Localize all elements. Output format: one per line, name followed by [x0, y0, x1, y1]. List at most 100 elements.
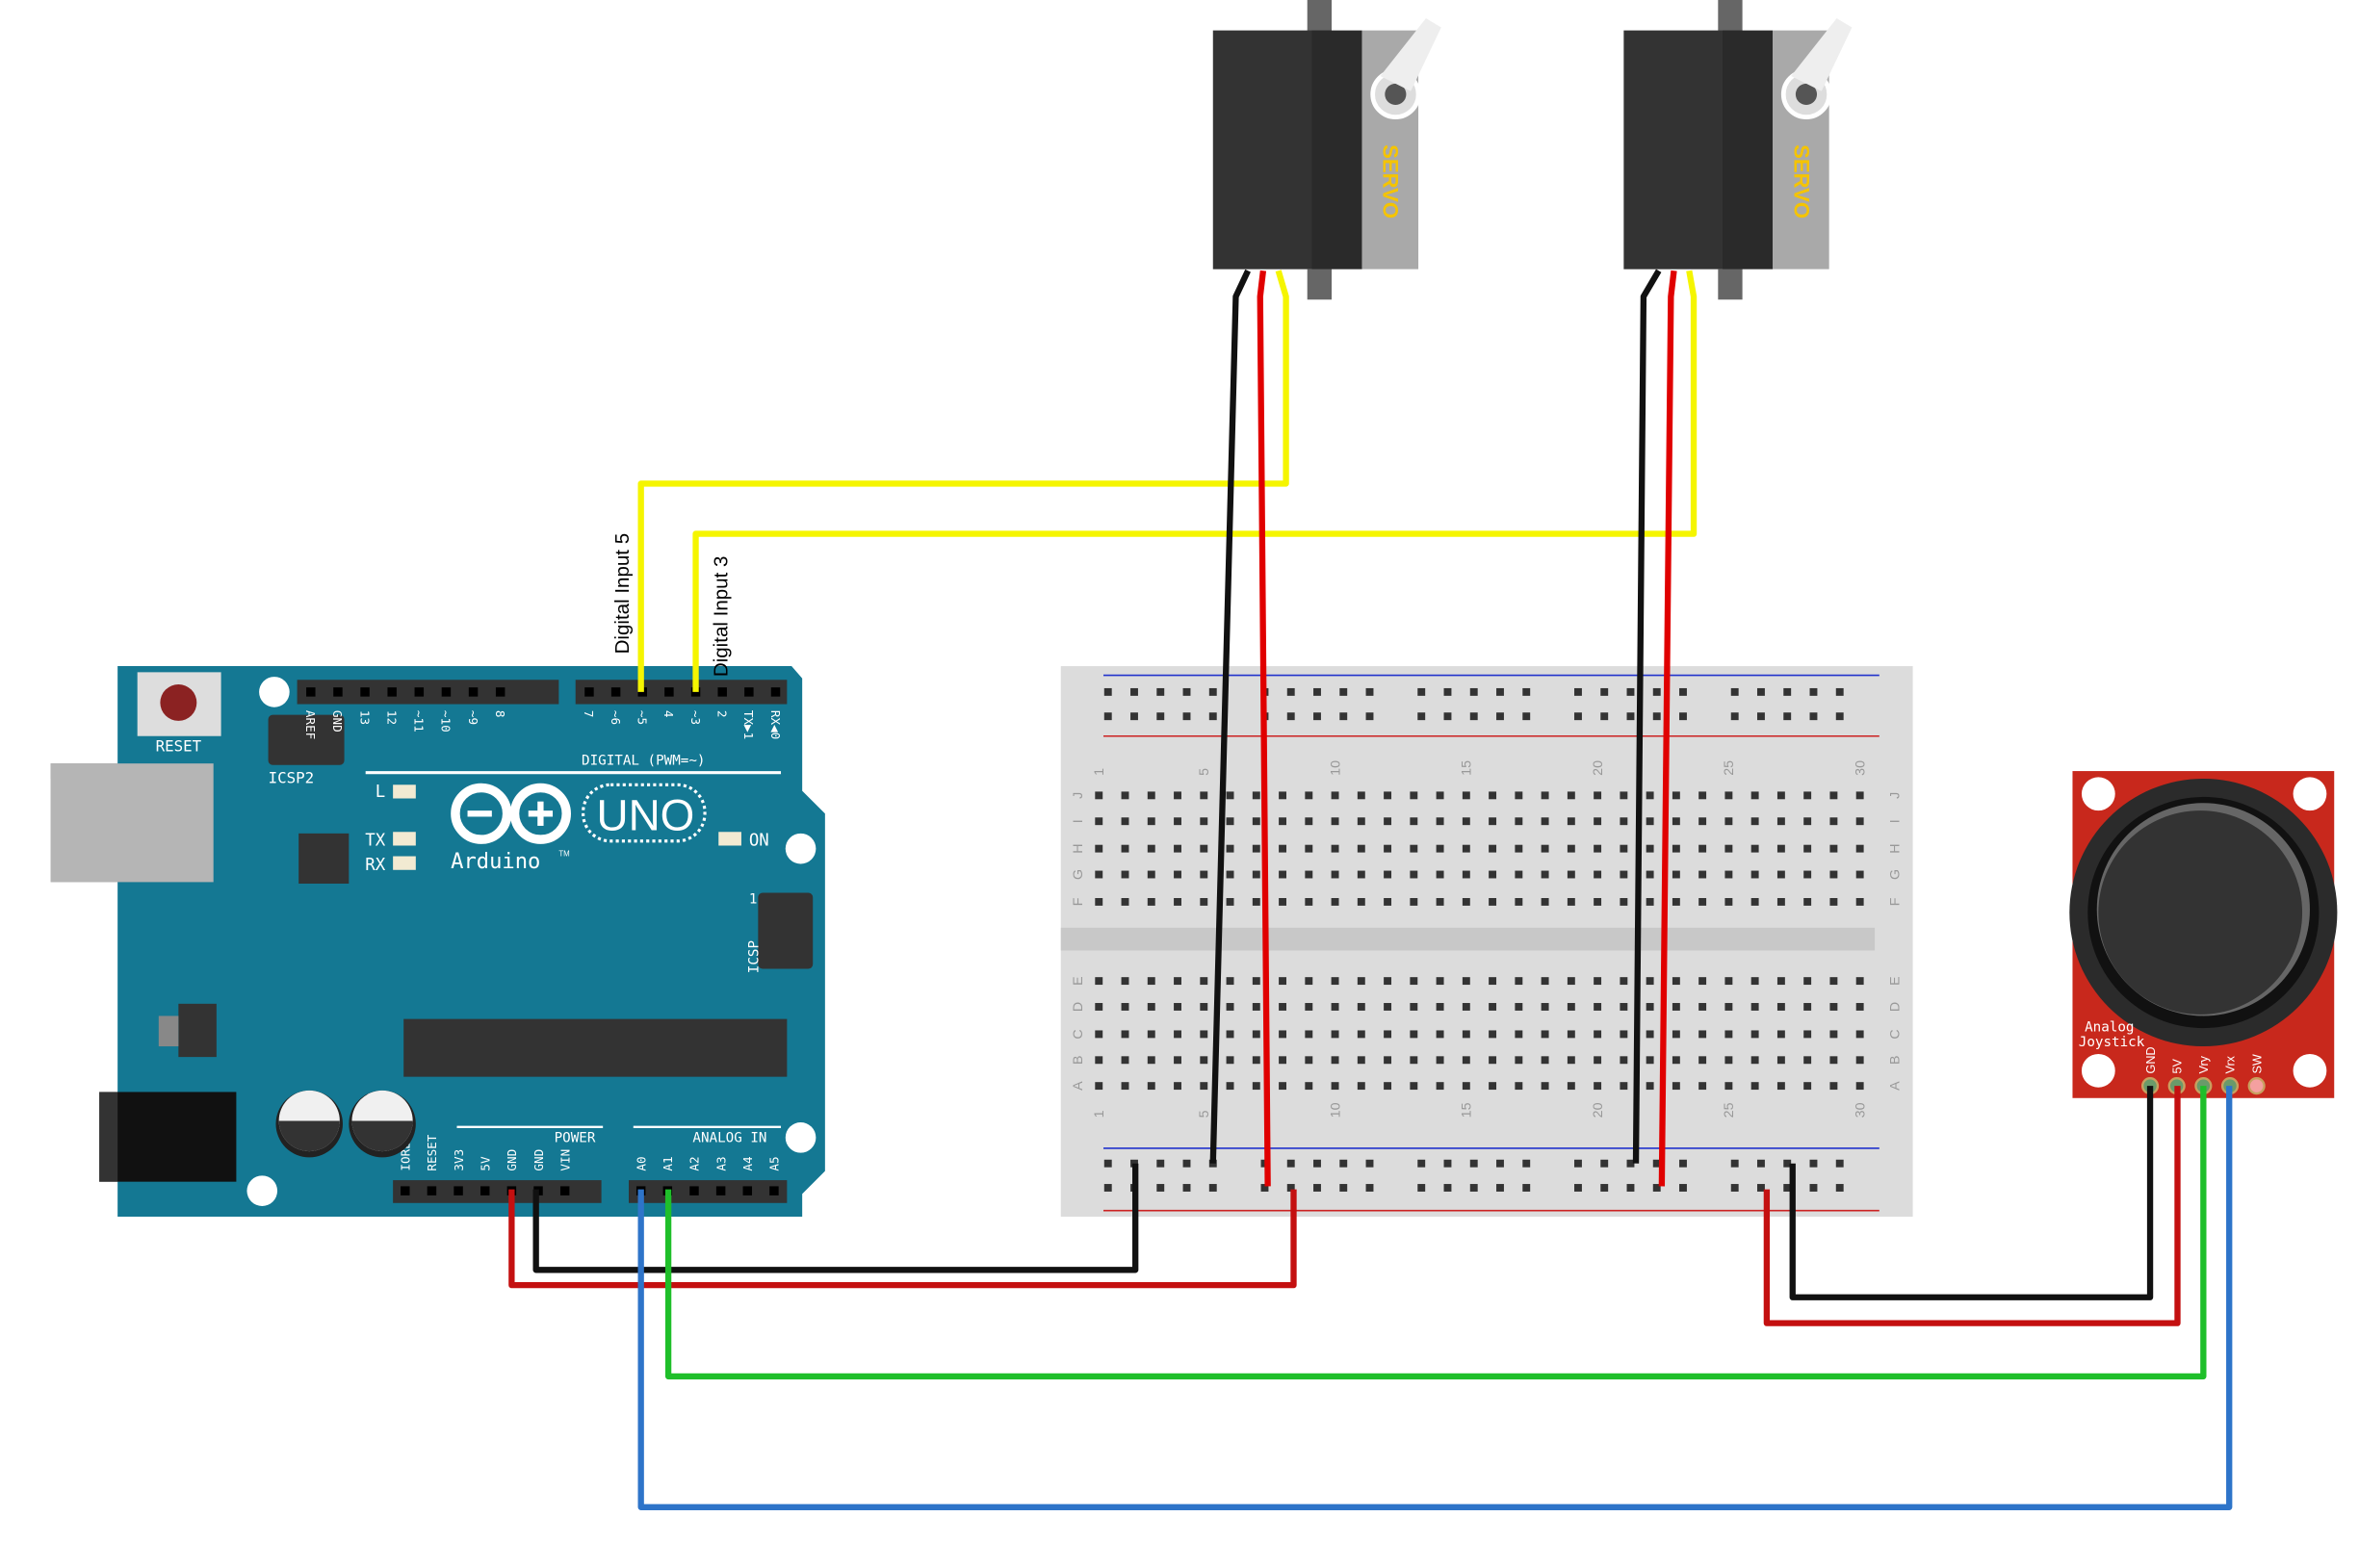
breadboard-hole[interactable]: [1489, 1056, 1497, 1065]
breadboard-hole[interactable]: [1384, 817, 1392, 826]
rail-hole[interactable]: [1313, 712, 1321, 721]
breadboard-hole[interactable]: [1489, 1082, 1497, 1091]
breadboard-hole[interactable]: [1594, 844, 1602, 853]
breadboard-hole[interactable]: [1121, 1003, 1129, 1011]
breadboard-hole[interactable]: [1384, 898, 1392, 906]
breadboard-hole[interactable]: [1252, 1082, 1260, 1091]
rail-hole[interactable]: [1730, 712, 1739, 721]
rail-hole[interactable]: [1260, 1184, 1269, 1192]
breadboard-hole[interactable]: [1357, 844, 1365, 853]
wire-servo2-signal[interactable]: [692, 270, 1698, 692]
breadboard-hole[interactable]: [1776, 898, 1785, 906]
rail-hole[interactable]: [1783, 712, 1792, 721]
breadboard-hole[interactable]: [1698, 977, 1707, 986]
header-pin[interactable]: [717, 687, 727, 697]
rail-hole[interactable]: [1574, 687, 1582, 696]
breadboard-hole[interactable]: [1750, 977, 1759, 986]
breadboard-hole[interactable]: [1776, 1003, 1785, 1011]
breadboard-hole[interactable]: [1200, 1056, 1208, 1065]
rail-hole[interactable]: [1679, 1184, 1687, 1192]
breadboard-hole[interactable]: [1829, 817, 1838, 826]
rail-hole[interactable]: [1339, 1184, 1348, 1192]
breadboard-hole[interactable]: [1436, 844, 1444, 853]
breadboard-hole[interactable]: [1200, 870, 1208, 879]
breadboard-hole[interactable]: [1357, 977, 1365, 986]
rail-hole[interactable]: [1835, 1184, 1844, 1192]
header-pin[interactable]: [306, 687, 316, 697]
breadboard-hole[interactable]: [1541, 1056, 1549, 1065]
breadboard-hole[interactable]: [1331, 1082, 1339, 1091]
rail-hole[interactable]: [1417, 1184, 1426, 1192]
breadboard-hole[interactable]: [1750, 1056, 1759, 1065]
breadboard-hole[interactable]: [1750, 817, 1759, 826]
header-pin[interactable]: [742, 1186, 753, 1195]
breadboard-hole[interactable]: [1147, 1030, 1155, 1039]
breadboard-hole[interactable]: [1305, 1056, 1313, 1065]
rail-hole[interactable]: [1730, 1184, 1739, 1192]
breadboard-hole[interactable]: [1121, 817, 1129, 826]
breadboard-hole[interactable]: [1121, 977, 1129, 986]
breadboard-hole[interactable]: [1436, 817, 1444, 826]
breadboard-hole[interactable]: [1462, 844, 1470, 853]
breadboard-hole[interactable]: [1384, 1003, 1392, 1011]
breadboard-hole[interactable]: [1750, 1082, 1759, 1091]
breadboard-hole[interactable]: [1855, 977, 1864, 986]
breadboard-hole[interactable]: [1462, 1056, 1470, 1065]
breadboard-hole[interactable]: [1541, 1030, 1549, 1039]
breadboard-hole[interactable]: [1541, 791, 1549, 800]
breadboard-hole[interactable]: [1226, 844, 1234, 853]
rail-hole[interactable]: [1103, 712, 1112, 721]
breadboard-hole[interactable]: [1489, 817, 1497, 826]
rail-hole[interactable]: [1156, 687, 1165, 696]
rail-hole[interactable]: [1469, 1159, 1478, 1168]
breadboard-hole[interactable]: [1121, 1030, 1129, 1039]
breadboard-hole[interactable]: [1803, 898, 1812, 906]
breadboard-hole[interactable]: [1279, 977, 1286, 986]
header-pin[interactable]: [664, 687, 674, 697]
rail-hole[interactable]: [1757, 1184, 1765, 1192]
breadboard-hole[interactable]: [1095, 1056, 1103, 1065]
reset-button-cap[interactable]: [160, 684, 197, 721]
rail-hole[interactable]: [1182, 1184, 1191, 1192]
rail-hole[interactable]: [1809, 712, 1818, 721]
breadboard-hole[interactable]: [1855, 1003, 1864, 1011]
breadboard-hole[interactable]: [1279, 1030, 1286, 1039]
breadboard-hole[interactable]: [1672, 817, 1680, 826]
rail-hole[interactable]: [1443, 1159, 1452, 1168]
rail-hole[interactable]: [1783, 1159, 1792, 1168]
breadboard-hole[interactable]: [1252, 898, 1260, 906]
breadboard-hole[interactable]: [1252, 817, 1260, 826]
breadboard-hole[interactable]: [1594, 1056, 1602, 1065]
breadboard-hole[interactable]: [1594, 817, 1602, 826]
breadboard-hole[interactable]: [1147, 898, 1155, 906]
rail-hole[interactable]: [1809, 1184, 1818, 1192]
breadboard-hole[interactable]: [1200, 791, 1208, 800]
breadboard-hole[interactable]: [1515, 1003, 1523, 1011]
rail-hole[interactable]: [1626, 712, 1635, 721]
rail-hole[interactable]: [1208, 687, 1217, 696]
rail-hole[interactable]: [1156, 712, 1165, 721]
wire-joystick-5v[interactable]: [1763, 1086, 2181, 1326]
header-pin[interactable]: [387, 687, 397, 697]
breadboard-hole[interactable]: [1226, 898, 1234, 906]
breadboard-hole[interactable]: [1646, 1030, 1654, 1039]
breadboard-hole[interactable]: [1620, 817, 1628, 826]
header-pin[interactable]: [414, 687, 425, 697]
breadboard-hole[interactable]: [1829, 898, 1838, 906]
rail-hole[interactable]: [1365, 712, 1374, 721]
breadboard-hole[interactable]: [1095, 844, 1103, 853]
rail-hole[interactable]: [1469, 687, 1478, 696]
rail-hole[interactable]: [1679, 687, 1687, 696]
breadboard-hole[interactable]: [1357, 898, 1365, 906]
breadboard-hole[interactable]: [1305, 870, 1313, 879]
breadboard-hole[interactable]: [1750, 791, 1759, 800]
breadboard-hole[interactable]: [1776, 1056, 1785, 1065]
rail-hole[interactable]: [1626, 1159, 1635, 1168]
rail-hole[interactable]: [1496, 1159, 1504, 1168]
breadboard-hole[interactable]: [1698, 1082, 1707, 1091]
breadboard-hole[interactable]: [1279, 791, 1286, 800]
breadboard-hole[interactable]: [1672, 898, 1680, 906]
breadboard-hole[interactable]: [1410, 870, 1418, 879]
breadboard-hole[interactable]: [1147, 870, 1155, 879]
header-pin[interactable]: [427, 1186, 437, 1195]
